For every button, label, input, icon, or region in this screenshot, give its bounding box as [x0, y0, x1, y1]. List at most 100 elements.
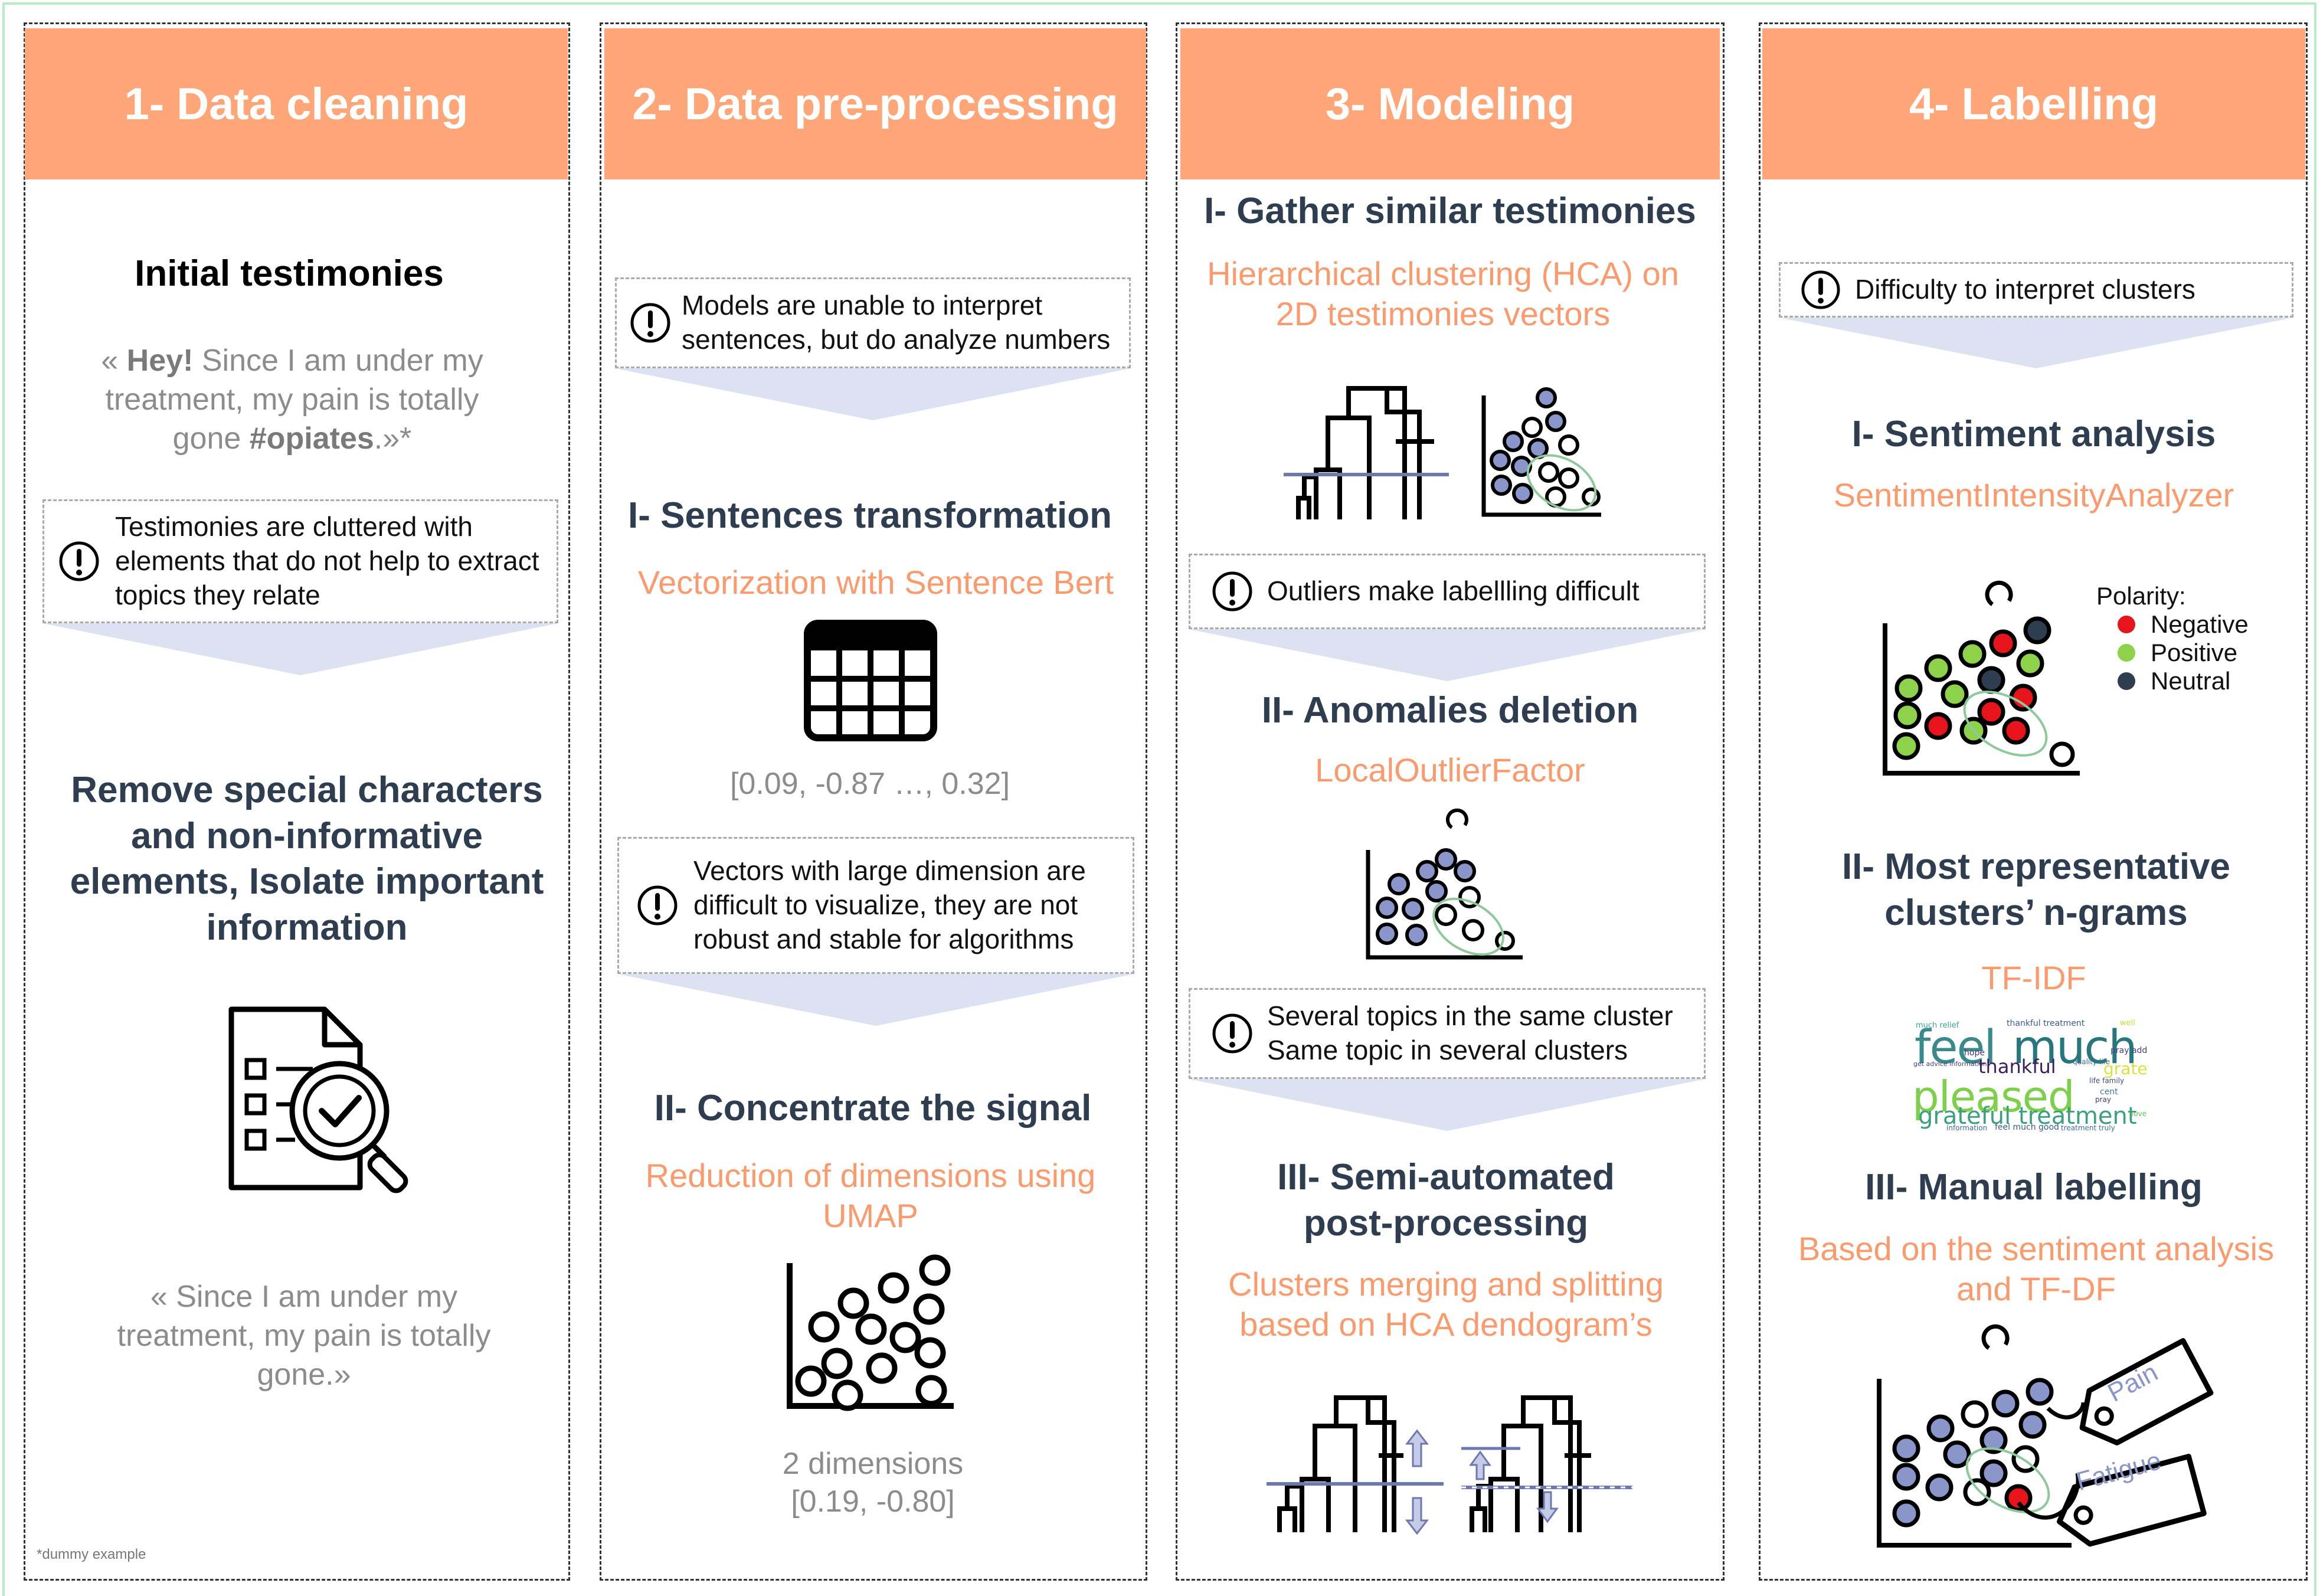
dendrogram-icon: [1284, 386, 1449, 519]
wordcloud-big-word-pleased: pleased: [1912, 1072, 2075, 1121]
warning-box-outliers: Outliers make labellling difficult: [1189, 554, 1706, 629]
chevron-down-arrow: [1189, 629, 1706, 681]
wordcloud-small-word: grateful: [2103, 1059, 2148, 1078]
dendrogram-split-icon: [1461, 1395, 1632, 1532]
wordcloud-small-word: treatment truly: [2061, 1124, 2115, 1132]
exclamation-icon: [637, 885, 678, 925]
polarity-legend: Polarity: Negative Positive Neutral: [2096, 582, 2249, 695]
exclamation-icon: [1212, 1013, 1252, 1054]
warning-text-interpret-clusters: Difficulty to interpret clusters: [1855, 274, 2195, 305]
wordcloud-big-word-grateful-treatment: grateful treatment: [1918, 1103, 2137, 1130]
wordcloud-small-word: quality life: [2073, 1058, 2110, 1066]
warning-box-cluttered: Testimonies are cluttered with elements …: [42, 499, 558, 623]
legend-label: Negative: [2151, 610, 2249, 638]
wordcloud-small-word: much relief: [1916, 1021, 1959, 1030]
wordcloud-big-word-feel: feel: [1915, 1021, 1997, 1074]
raw-testimony-quote: « Hey! Since I am under my treatment, my…: [77, 341, 508, 458]
warning-text-vectors-dimension: Vectors with large dimension are difficu…: [693, 855, 1086, 954]
step-anomalies-deletion: II- Anomalies deletion: [1261, 690, 1639, 731]
column-header-data-preprocessing: 2- Data pre-processing: [604, 28, 1146, 179]
two-dimensions-example: [0.19, -0.80]: [791, 1484, 955, 1519]
exclamation-icon: [1801, 270, 1840, 309]
warning-box-vectors-dimension: Vectors with large dimension are difficu…: [617, 837, 1134, 974]
warning-box-models-numbers: Models are unable to interpret sentences…: [615, 277, 1131, 368]
quote-hashtag: #opiates: [249, 421, 374, 456]
quote-hey: Hey!: [126, 344, 194, 378]
vector-example: [0.09, -0.87 …, 0.32]: [729, 767, 1010, 801]
chevron-down-arrow: [42, 623, 558, 675]
wordcloud-small-word: well: [2120, 1019, 2135, 1028]
step-concentrate-signal: II- Concentrate the signal: [654, 1088, 1092, 1129]
step-gather-similar: I- Gather similar testimonies: [1204, 191, 1696, 231]
legend-title: Polarity:: [2096, 582, 2186, 610]
wordcloud-big-word-thankful: thankful: [1978, 1055, 2056, 1078]
chevron-down-arrow: [1779, 318, 2293, 368]
wordcloud-small-word: cent: [2100, 1087, 2118, 1097]
method-hca: Hierarchical clustering (HCA) on 2D test…: [1207, 255, 1679, 333]
exclamation-icon: [59, 541, 99, 581]
wordcloud-small-word: get advice information: [1913, 1060, 1987, 1068]
chevron-down-arrow: [615, 368, 1131, 420]
method-sentiment-intensity: SentimentIntensityAnalyzer: [1833, 476, 2234, 514]
legend-label: Neutral: [2151, 667, 2231, 695]
scatter-plot-icon: [787, 1254, 954, 1411]
wordcloud-small-word: life family: [2089, 1077, 2125, 1085]
wordcloud-small-word: feel much good: [1995, 1123, 2059, 1132]
initial-testimonies-title: Initial testimonies: [135, 253, 444, 294]
column-header-modeling: 3- Modeling: [1180, 28, 1720, 179]
method-clusters-merging: Clusters merging and splitting based on …: [1228, 1265, 1664, 1343]
document-search-icon: [228, 1006, 408, 1193]
warning-text-several-topics: Several topics in the same cluster Same …: [1267, 1000, 1673, 1065]
method-sentence-bert: Vectorization with Sentence Bert: [637, 564, 1114, 601]
column-header-labelling: 4- Labelling: [1762, 28, 2305, 179]
warning-text-cluttered: Testimonies are cluttered with elements …: [115, 511, 539, 610]
legend-item-positive: Positive: [2096, 639, 2249, 667]
dendrogram-merge-icon: [1267, 1395, 1444, 1535]
warning-box-interpret-clusters: Difficulty to interpret clusters: [1779, 262, 2293, 318]
clean-testimony-quote: « Since I am under my treatment, my pain…: [117, 1280, 491, 1392]
outlier-scatter-icon: [1366, 808, 1523, 960]
legend-item-negative: Negative: [2096, 610, 2249, 639]
wordcloud-small-word: thankful treatment: [2007, 1019, 2085, 1028]
footnote-dummy-example: *dummy example: [37, 1546, 146, 1562]
exclamation-icon: [630, 303, 670, 343]
quote-open: «: [101, 344, 127, 378]
sentiment-scatter-icon: [1883, 580, 2080, 776]
quote-middle: Since I am under my treatment, my pain i…: [105, 344, 483, 456]
step-sentences-transformation: I- Sentences transformation: [628, 495, 1112, 536]
neutral-dot: [2118, 672, 2135, 690]
warning-box-several-topics: Several topics in the same cluster Same …: [1189, 988, 1706, 1079]
wordcloud-small-word: information: [1946, 1124, 1988, 1132]
step-semi-automated: III- Semi-automated post-processing: [1277, 1157, 1615, 1244]
wordcloud-small-word: love: [2132, 1110, 2147, 1118]
cluster-scatter-icon: [1481, 387, 1601, 517]
negative-dot: [2118, 616, 2135, 633]
method-sentiment-tf-df: Based on the sentiment analysis and TF-D…: [1798, 1230, 2275, 1308]
word-cloud: much relief thankful treatment well feel…: [1912, 1015, 2148, 1133]
exclamation-icon: [1212, 571, 1252, 611]
chevron-down-arrow: [1189, 1079, 1706, 1131]
step-remove-special-characters: Remove special characters and non-inform…: [70, 770, 544, 948]
positive-dot: [2118, 644, 2135, 662]
method-local-outlier-factor: LocalOutlierFactor: [1315, 751, 1585, 789]
chevron-down-arrow: [617, 974, 1134, 1026]
step-sentiment-analysis: I- Sentiment analysis: [1851, 414, 2216, 454]
wordcloud-small-word: pray: [2095, 1095, 2112, 1104]
step-manual-labelling: III- Manual labelling: [1865, 1167, 2203, 1208]
two-dimensions-label: 2 dimensions: [782, 1447, 964, 1481]
method-umap: Reduction of dimensions using UMAP: [645, 1157, 1096, 1235]
wordcloud-small-word: hope: [1964, 1048, 1985, 1058]
wordcloud-small-word: pray add: [2110, 1046, 2148, 1055]
legend-item-neutral: Neutral: [2096, 667, 2249, 695]
quote-close: .»*: [374, 421, 412, 456]
wordcloud-big-word-much: much: [2013, 1021, 2138, 1074]
warning-text-outliers: Outliers make labellling difficult: [1267, 575, 1640, 607]
legend-label: Positive: [2151, 639, 2238, 666]
table-grid-icon: [804, 620, 937, 741]
labelled-cluster-icon: [1877, 1324, 2214, 1548]
column-header-data-cleaning: 1- Data cleaning: [25, 28, 568, 179]
step-representative-ngrams: II- Most representative clusters’ n-gram…: [1841, 846, 2231, 933]
method-tf-idf: TF-IDF: [1981, 959, 2086, 996]
warning-text-models-numbers: Models are unable to interpret sentences…: [682, 290, 1111, 355]
